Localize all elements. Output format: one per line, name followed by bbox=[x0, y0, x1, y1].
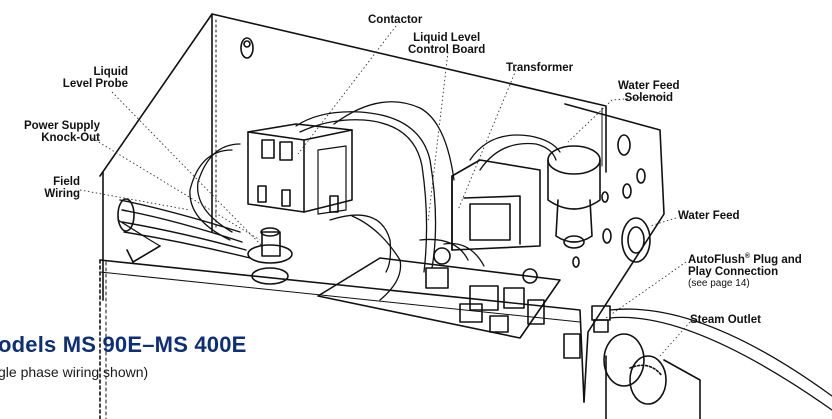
cabinet-back-wall bbox=[99, 13, 607, 301]
label-water-feed-solenoid: Water Feed Solenoid bbox=[618, 80, 680, 104]
contactor-block bbox=[247, 123, 353, 215]
autoflush-connector bbox=[563, 305, 832, 411]
wire-harness bbox=[189, 101, 561, 301]
steam-outlet-pipe bbox=[603, 333, 701, 419]
label-transformer: Transformer bbox=[506, 62, 574, 74]
transformer-block bbox=[451, 159, 541, 251]
model-title: odels MS 90E–MS 400E bbox=[0, 332, 247, 357]
cabinet-right-panel bbox=[564, 103, 665, 403]
label-field-wiring: Field Wiring bbox=[44, 176, 80, 200]
label-contactor: Contactor bbox=[368, 14, 423, 26]
label-liquid-level-probe: Liquid Level Probe bbox=[62, 66, 128, 90]
label-steam-outlet: Steam Outlet bbox=[690, 314, 761, 326]
model-subtitle: gle phase wiring shown) bbox=[0, 364, 149, 380]
label-water-feed: Water Feed bbox=[678, 210, 740, 222]
label-power-supply-knock-out: Power Supply Knock-Out bbox=[23, 120, 100, 144]
label-liquid-level-control-board: Liquid Level Control Board bbox=[408, 32, 486, 56]
control-board bbox=[317, 247, 561, 339]
leader-lines bbox=[79, 25, 691, 357]
water-feed-fitting bbox=[621, 217, 651, 263]
conduit-bundle bbox=[117, 198, 251, 259]
cabinet-front-base bbox=[99, 219, 585, 419]
label-autoflush-connection: AutoFlush® Plug and Play Connection (see… bbox=[688, 253, 802, 289]
liquid-level-probe-assembly bbox=[247, 227, 293, 285]
solenoid-block bbox=[547, 145, 601, 249]
